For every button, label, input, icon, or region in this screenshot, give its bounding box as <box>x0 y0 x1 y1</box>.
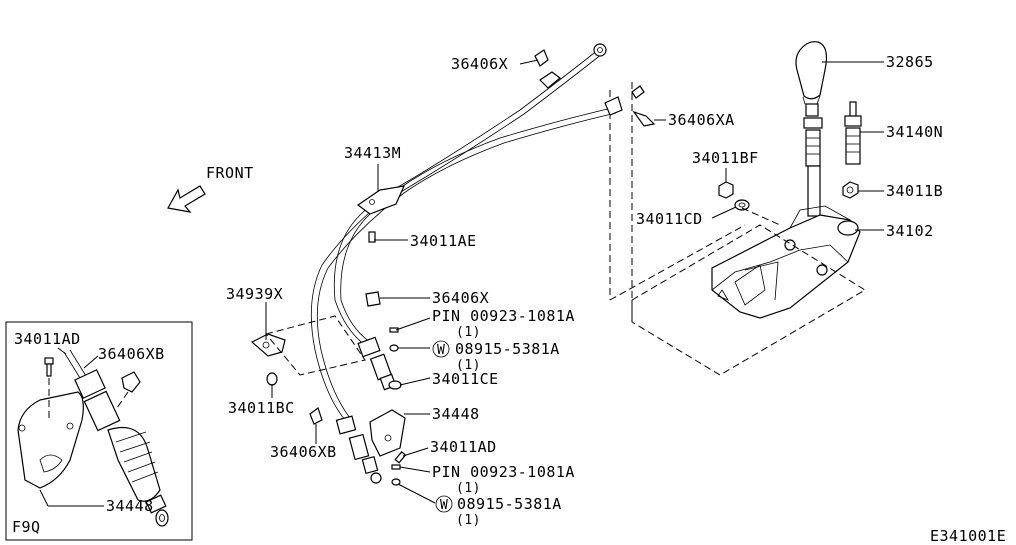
inset-box-f9q <box>5 321 193 541</box>
inset-label-34011AD: 34011AD <box>14 330 81 348</box>
shift-lever-base-34102 <box>711 205 861 319</box>
bracket-34413M <box>356 185 406 215</box>
shift-knob <box>795 41 828 117</box>
nut-34011B <box>842 181 859 199</box>
clip-36406XA <box>632 110 656 127</box>
label-front: FRONT <box>206 164 254 182</box>
pin-upper <box>389 327 399 333</box>
cable-adjuster-lower <box>335 415 382 484</box>
washer-34011CD <box>734 199 750 211</box>
washer-symbol-lower <box>435 495 453 513</box>
label-34448: 34448 <box>432 405 480 423</box>
label-36406X-mid: 36406X <box>432 289 489 307</box>
label-34413M: 34413M <box>344 144 401 162</box>
label-34011CD: 34011CD <box>636 210 703 228</box>
label-34011AE: 34011AE <box>410 232 477 250</box>
shift-lever-rod <box>803 117 823 217</box>
label-36406XB: 36406XB <box>270 443 337 461</box>
lever-34140N <box>844 101 862 165</box>
bolt-34011AE <box>368 231 376 243</box>
label-pin-lower: PIN 00923-1081A <box>432 463 575 481</box>
dashed-34939X <box>265 315 366 376</box>
label-34011AD: 34011AD <box>430 438 497 456</box>
label-34011BF: 34011BF <box>692 149 759 167</box>
clip-36406XB <box>309 407 323 425</box>
front-arrow-icon <box>167 185 206 213</box>
label-pin-upper: PIN 00923-1081A <box>432 307 575 325</box>
label-34939X: 34939X <box>226 285 283 303</box>
label-pin-upper-qty: (1) <box>456 325 481 340</box>
washer-symbol-lower-letter: W <box>440 498 448 513</box>
diagram-code: E341001E <box>930 527 1006 545</box>
label-34102: 34102 <box>886 222 934 240</box>
label-washer-lower: 08915-5381A <box>457 495 562 513</box>
label-washer-lower-qty: (1) <box>456 513 481 528</box>
cable-end-top <box>539 43 645 116</box>
inset-code: F9Q <box>12 518 41 536</box>
label-34011CE: 34011CE <box>432 370 499 388</box>
label-34140N: 34140N <box>886 123 943 141</box>
bracket-34939X <box>250 333 286 357</box>
washer-symbol-upper-letter: W <box>437 343 445 358</box>
washer-upper <box>389 344 399 352</box>
label-32865: 32865 <box>886 53 934 71</box>
label-36406X-top: 36406X <box>451 55 508 73</box>
clip-34011CE <box>388 380 402 390</box>
label-34011BC: 34011BC <box>228 399 295 417</box>
inset-label-36406XB: 36406XB <box>98 345 165 363</box>
bushing-34011BC <box>266 372 278 386</box>
nut-34011BF <box>718 181 734 199</box>
clip-36406X-mid <box>365 291 381 307</box>
inset-label-34448: 34448 <box>106 497 154 515</box>
washer-symbol-upper <box>432 340 450 358</box>
bolt-34011AD <box>394 451 407 464</box>
bracket-34448 <box>369 409 406 457</box>
cable-adjuster-upper <box>357 336 397 391</box>
label-pin-lower-qty: (1) <box>456 481 481 496</box>
label-washer-upper: 08915-5381A <box>455 340 560 358</box>
label-34011B: 34011B <box>886 182 943 200</box>
label-washer-upper-qty: (1) <box>456 358 481 373</box>
clip-36406X-top <box>534 49 549 67</box>
pin-lower <box>391 464 401 470</box>
base-dashed-outline <box>631 224 866 376</box>
label-36406XA: 36406XA <box>668 111 735 129</box>
leader-lines <box>265 59 884 504</box>
washer-lower <box>391 478 401 486</box>
